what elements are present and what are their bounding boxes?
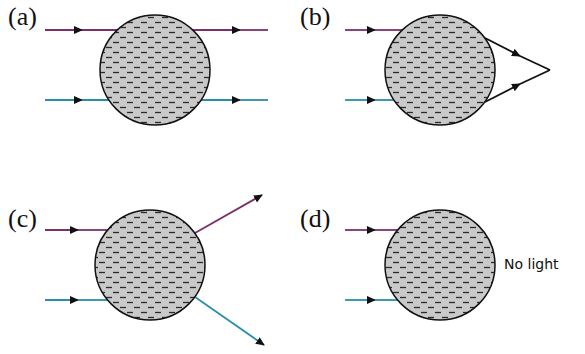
- ray: [192, 29, 240, 31]
- panel-label: (d): [300, 206, 330, 232]
- sphere: [385, 210, 495, 320]
- ray: [345, 299, 375, 301]
- ray: [45, 99, 82, 101]
- sphere: [100, 15, 210, 125]
- ray: [45, 29, 82, 31]
- panel-label: (a): [8, 4, 37, 30]
- sphere: [95, 210, 205, 320]
- note-text: No light: [504, 257, 559, 271]
- ray: [345, 29, 375, 31]
- ray: [345, 99, 375, 101]
- ray: [345, 229, 375, 231]
- ray: [45, 299, 78, 301]
- sphere: [385, 15, 495, 125]
- panel-label: (c): [8, 206, 37, 232]
- ray: [195, 297, 264, 345]
- ray: [195, 195, 262, 233]
- panel-label: (b): [300, 4, 330, 30]
- ray: [45, 229, 78, 231]
